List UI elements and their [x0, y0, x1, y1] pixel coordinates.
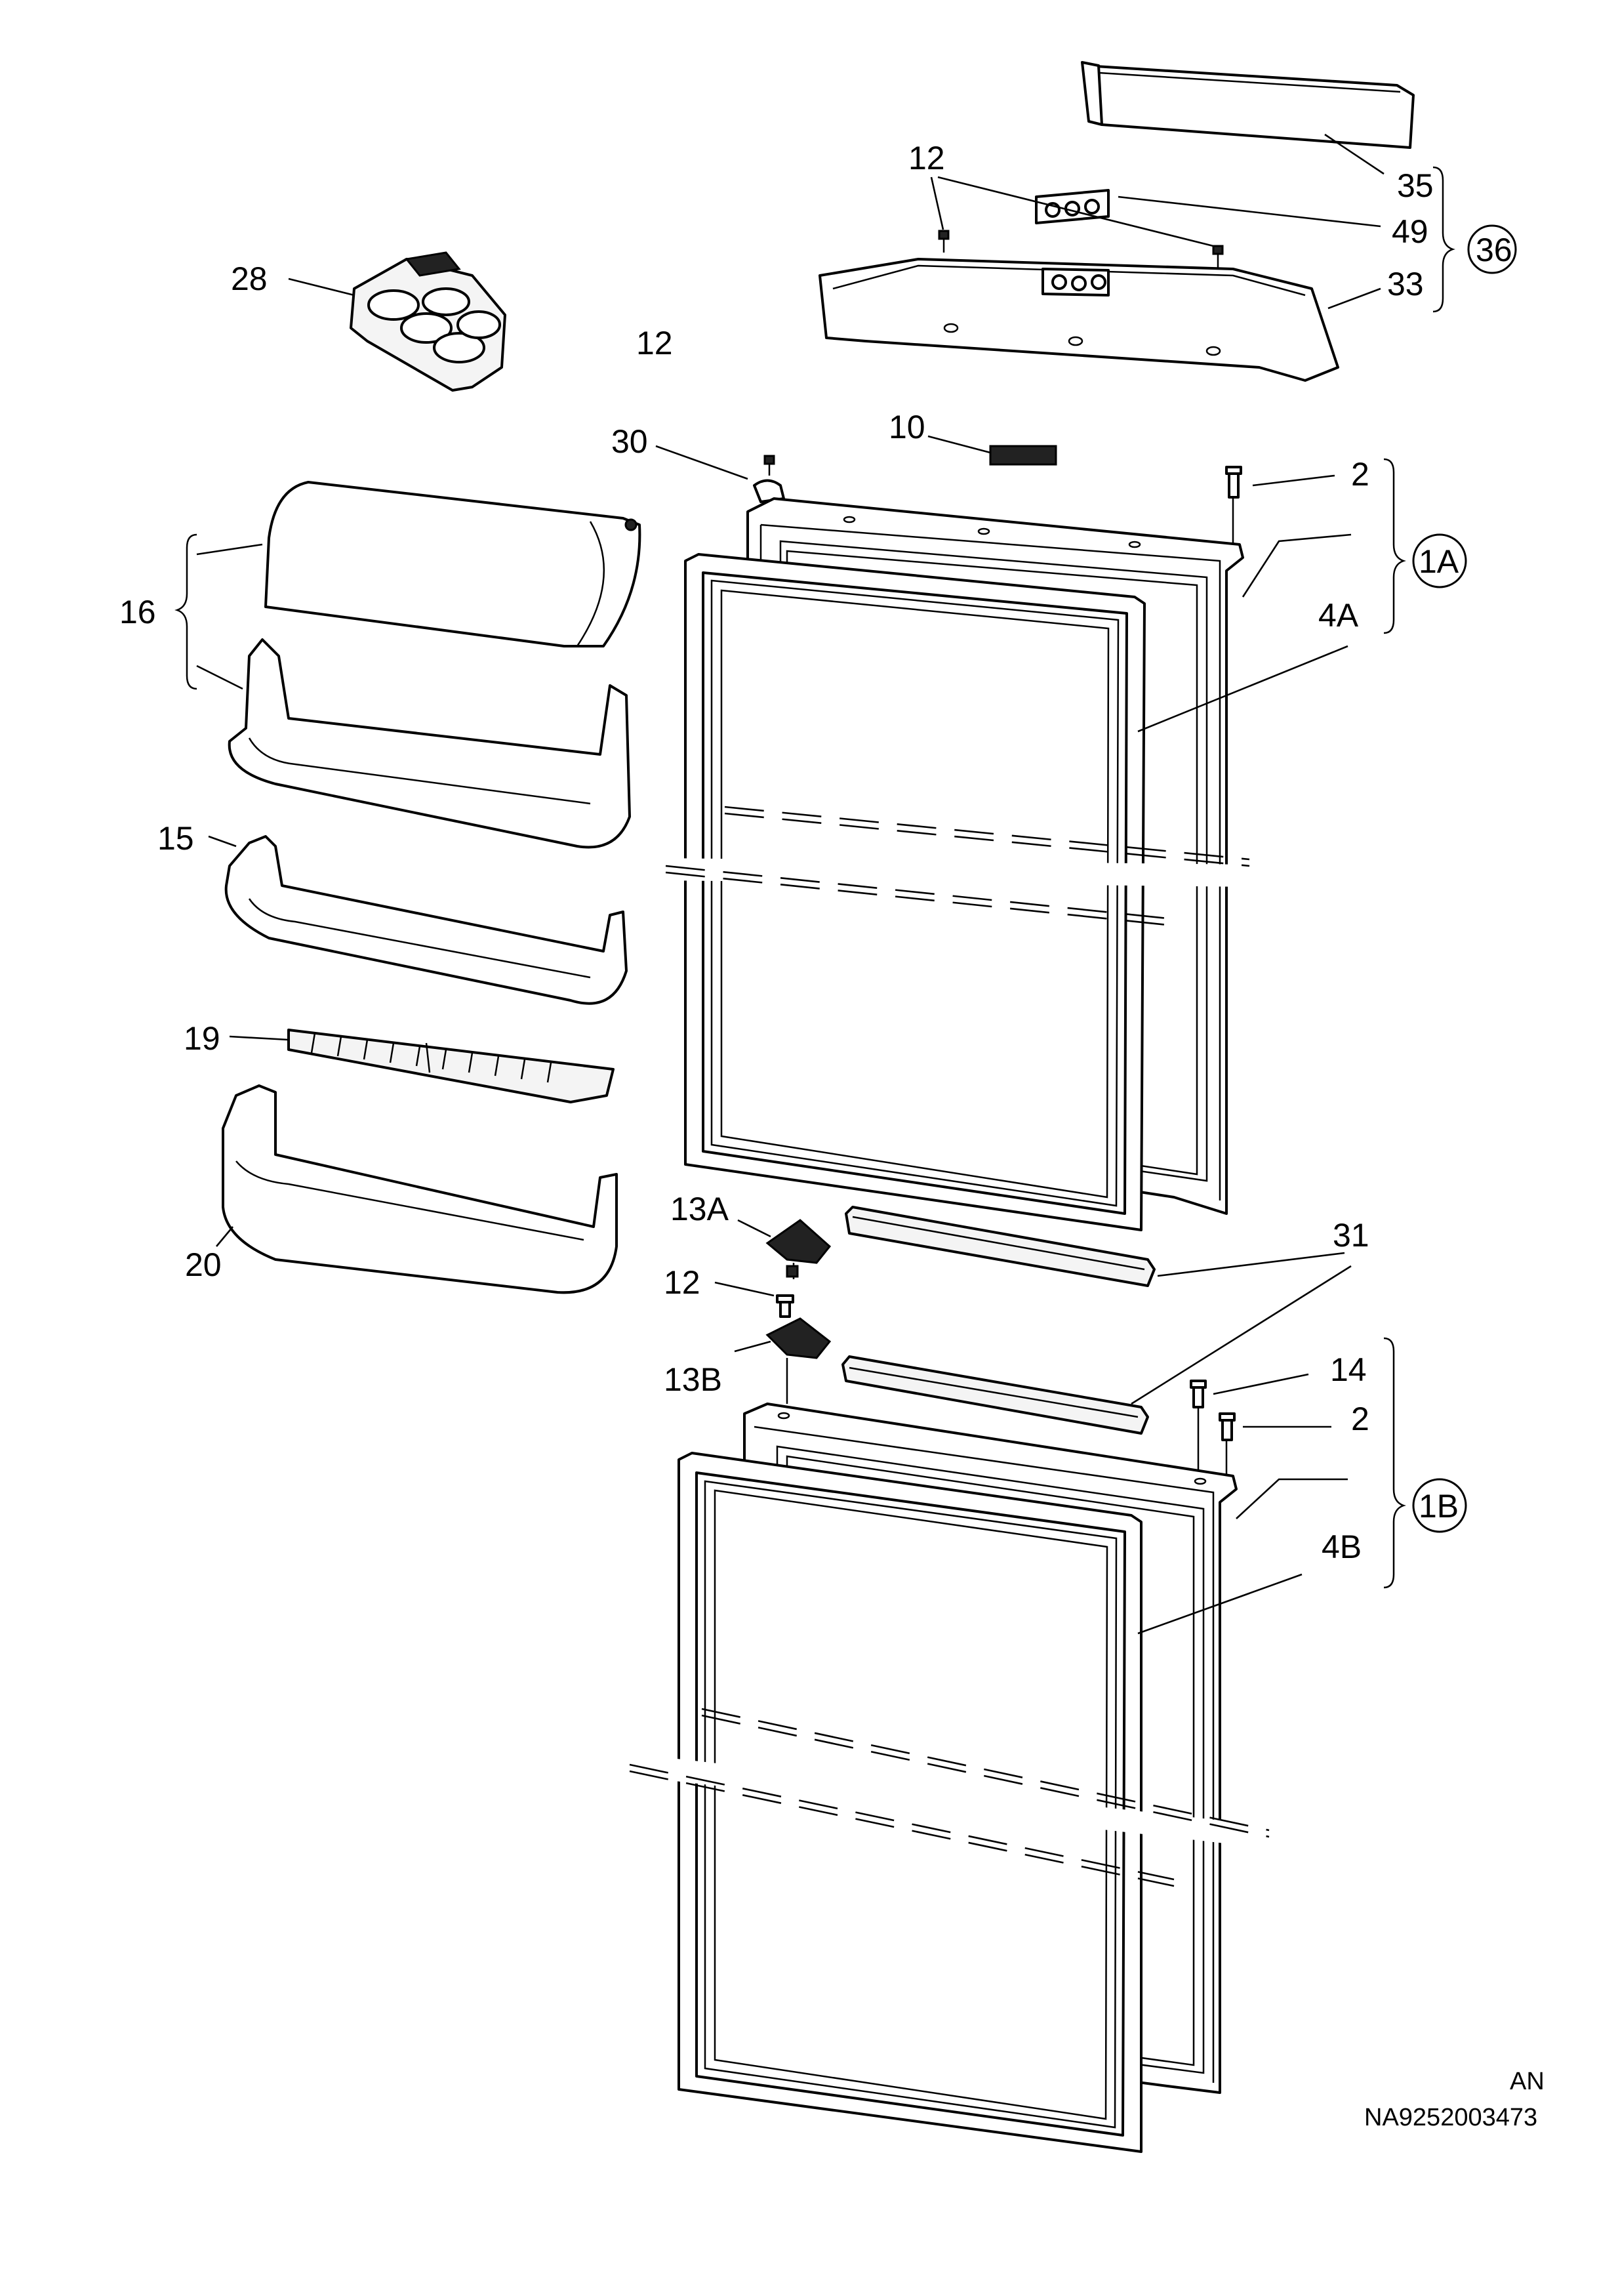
label-14: 14	[1330, 1351, 1367, 1388]
label-4A: 4A	[1318, 597, 1359, 634]
part-20-bottle-shelf	[222, 1084, 618, 1294]
label-36: 36	[1476, 232, 1512, 268]
part-19-bottle-divider	[287, 1029, 615, 1103]
part-31-upper-handle	[845, 1206, 1156, 1287]
part-49-bracket	[1035, 189, 1110, 224]
part-13B-lower-hinge	[765, 1317, 832, 1404]
screws-12-top	[938, 230, 1224, 268]
part-15-door-shelf	[224, 835, 628, 1005]
label-12-hinge: 12	[636, 325, 673, 361]
part-16-dairy-lid	[264, 481, 641, 647]
part-2-screw-upper	[1225, 466, 1242, 544]
label-19: 19	[184, 1020, 220, 1057]
label-2-upper: 2	[1351, 456, 1369, 493]
label-1A: 1A	[1419, 543, 1459, 580]
label-10: 10	[889, 409, 925, 445]
label-15: 15	[157, 820, 194, 857]
label-28: 28	[231, 260, 268, 297]
part-10-label-plate	[989, 445, 1057, 466]
part-31-lower-handle	[841, 1355, 1149, 1435]
group-1A-circle	[1412, 533, 1467, 588]
part-35-top-trim	[1081, 61, 1415, 149]
part-12-screw-hinge	[763, 455, 775, 476]
part-2-screw-lower	[1219, 1412, 1236, 1483]
label-33: 33	[1387, 266, 1424, 302]
part-33-top-cover	[819, 258, 1339, 382]
label-12-top: 12	[908, 140, 945, 176]
group-1B-circle	[1412, 1478, 1467, 1533]
footer-code-an: AN	[1510, 2068, 1545, 2095]
label-31: 31	[1333, 1217, 1369, 1254]
label-13B: 13B	[664, 1361, 722, 1398]
label-13A: 13A	[670, 1191, 729, 1227]
label-20: 20	[185, 1246, 222, 1283]
label-2-lower: 2	[1351, 1401, 1369, 1437]
group-36-circle	[1467, 224, 1517, 274]
label-49: 49	[1392, 213, 1428, 250]
label-12-mid: 12	[664, 1264, 700, 1301]
part-14-screw	[1190, 1380, 1207, 1476]
part-28-egg-tray	[350, 251, 506, 392]
part-13A-middle-hinge	[765, 1219, 832, 1279]
label-16: 16	[119, 594, 156, 630]
label-4B: 4B	[1322, 1528, 1362, 1565]
label-30: 30	[611, 423, 648, 460]
part-16-dairy-shelf	[228, 638, 631, 849]
label-1B: 1B	[1419, 1488, 1459, 1525]
part-12-screw-mid	[776, 1294, 794, 1318]
label-35: 35	[1397, 167, 1434, 204]
part-30-hinge-cover	[753, 479, 785, 503]
footer-code-number: NA9252003473	[1364, 2104, 1537, 2131]
